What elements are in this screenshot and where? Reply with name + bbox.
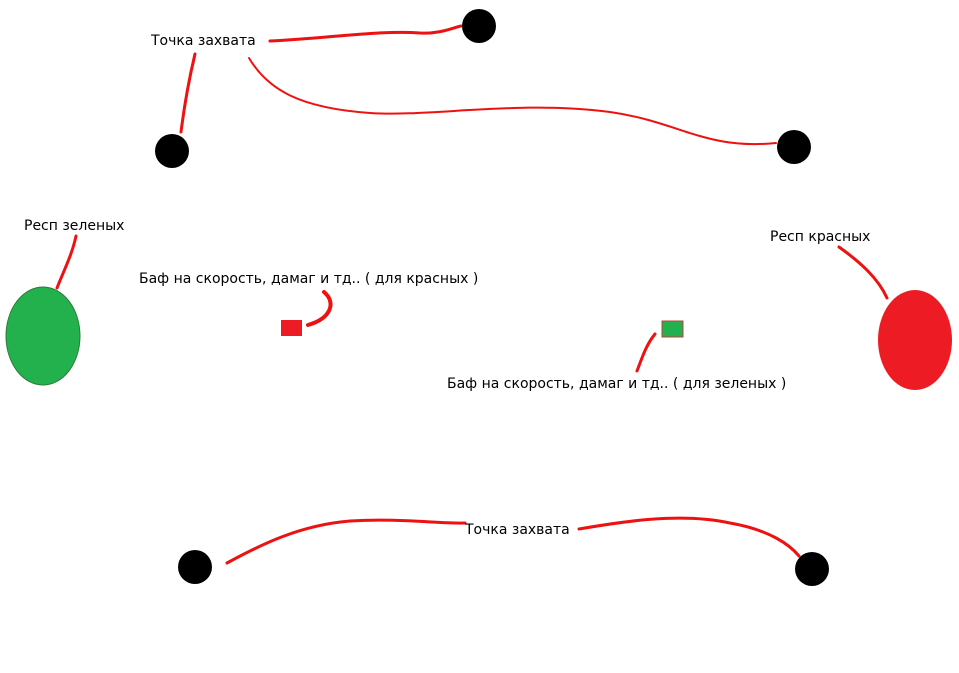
capture-point-bottom-left [178, 550, 212, 584]
connector-top-label-to-point-1 [268, 24, 463, 43]
connector-top-label-to-point-3 [248, 57, 777, 146]
connector-bottom-label-to-point-left [225, 518, 467, 565]
green-spawn [5, 286, 81, 386]
connector-red-buff-label [306, 290, 333, 327]
capture-point-bottom-right [795, 552, 829, 586]
connector-red-spawn-label [837, 245, 889, 300]
red-spawn [878, 290, 952, 390]
capture-point-top-left [155, 134, 189, 168]
green-spawn-label: Респ зеленых [24, 218, 125, 234]
red-spawn-label: Респ красных [770, 229, 871, 245]
red-buff [281, 320, 302, 336]
capture-point-top-right [462, 9, 496, 43]
connector-green-spawn-label [55, 234, 78, 290]
capture-point-label-bottom: Точка захвата [465, 522, 570, 538]
connector-top-label-to-point-2 [179, 52, 197, 134]
red-buff-label: Баф на скорость, дамаг и тд.. ( для крас… [139, 271, 479, 287]
green-buff-label: Баф на скорость, дамаг и тд.. ( для зеле… [447, 376, 787, 392]
capture-point-label-top: Точка захвата [151, 33, 256, 49]
capture-point-right [777, 130, 811, 164]
green-buff [661, 320, 684, 338]
connector-bottom-label-to-point-right [577, 516, 801, 558]
connector-green-buff-label [635, 332, 657, 373]
